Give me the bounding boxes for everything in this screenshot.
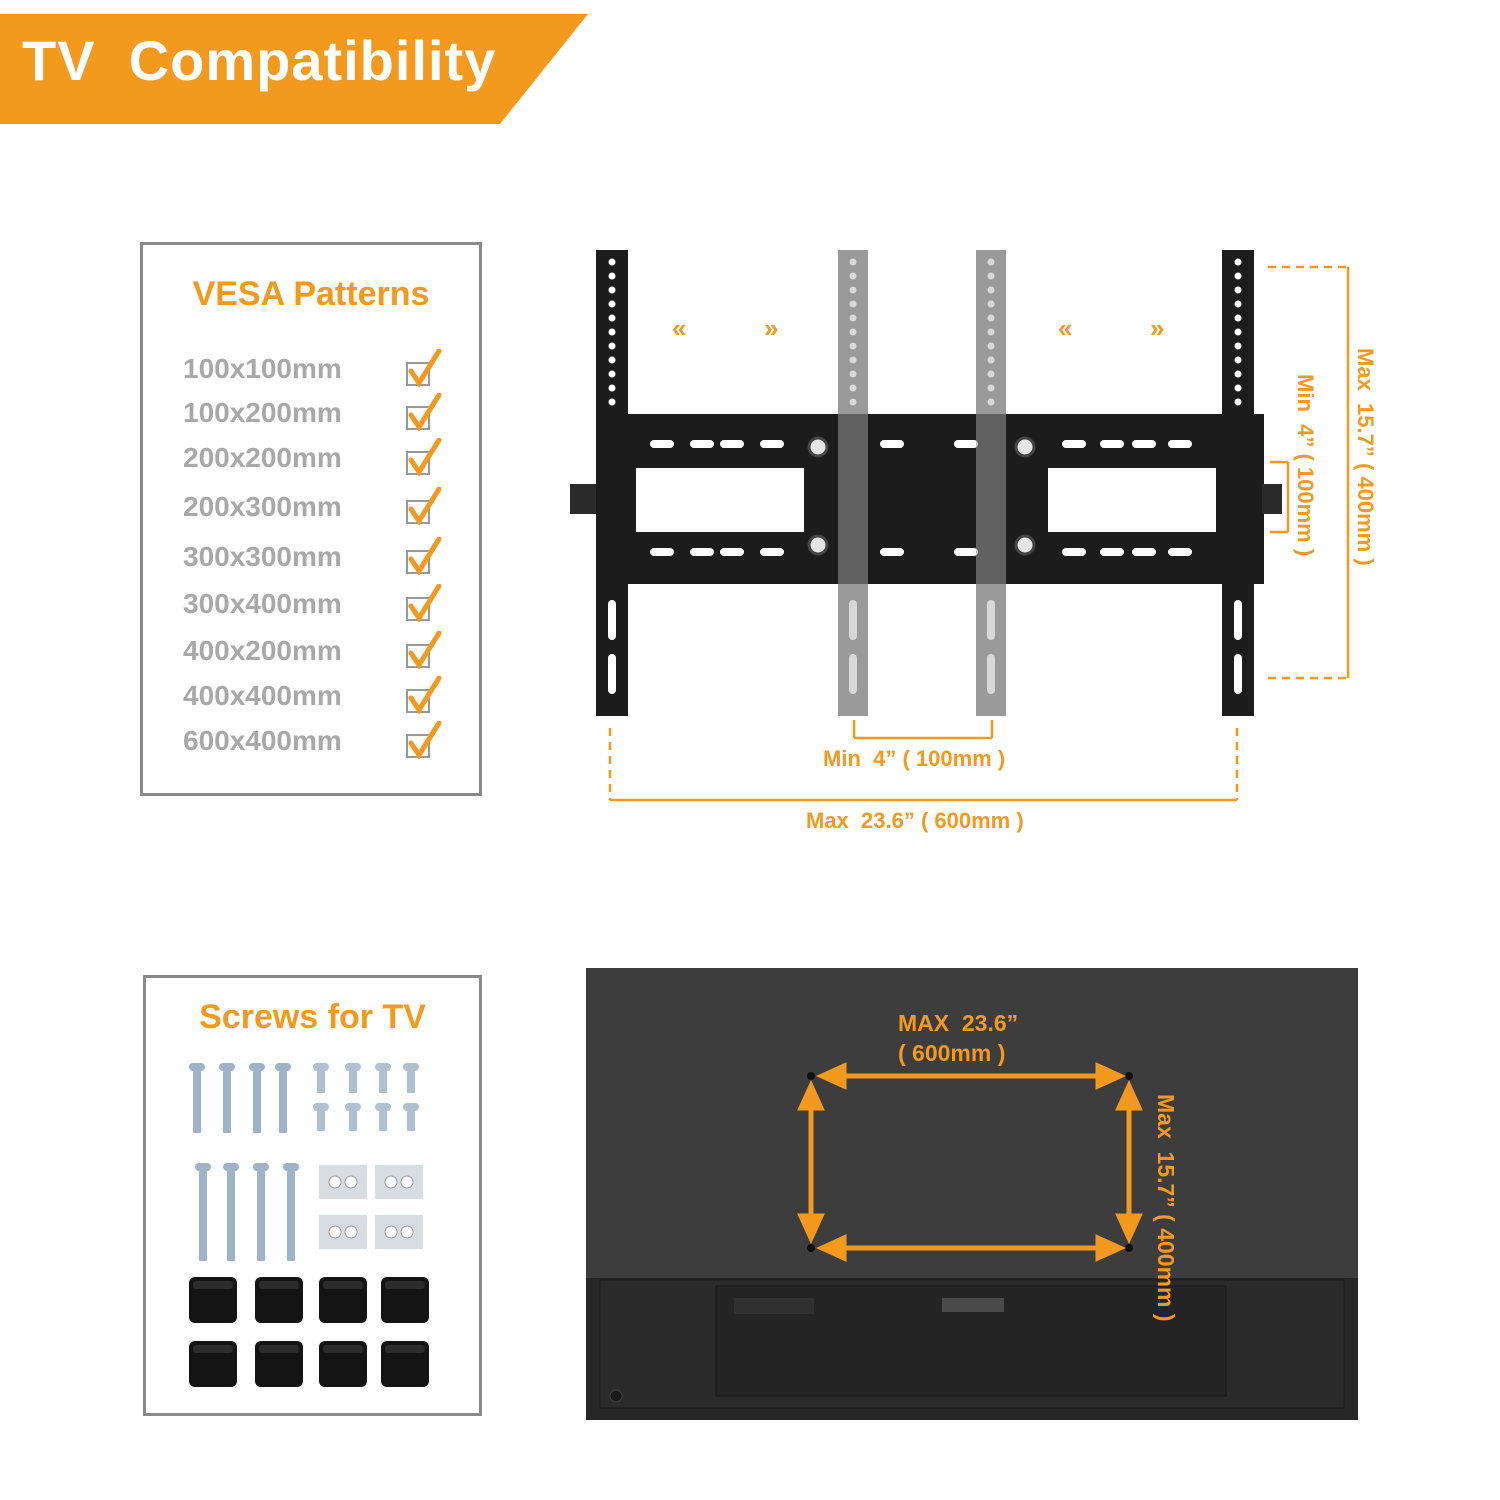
vesa-pattern-label: 300x400mm <box>183 588 342 619</box>
title-banner: TV Compatibility <box>0 14 590 124</box>
checkmark-icon <box>406 676 442 715</box>
page-title: TV Compatibility <box>22 29 497 92</box>
tv-mount-holes <box>807 1072 1133 1252</box>
vesa-pattern-label: 100x200mm <box>183 397 342 428</box>
short-bolts <box>313 1063 419 1131</box>
min-width-label: Min 4” ( 100mm ) <box>823 746 1006 771</box>
vesa-pattern-row: 100x200mm <box>183 393 453 433</box>
vesa-patterns-title: VESA Patterns <box>192 275 430 313</box>
tv-back-diagram <box>586 968 1358 1420</box>
vesa-pattern-label: 200x200mm <box>183 442 342 473</box>
tv-dimension-arrows <box>797 1062 1143 1262</box>
vesa-patterns-panel: VESA Patterns 100x100mm 100x200mm 200x200m… <box>140 242 482 796</box>
arrow-right-icon: » <box>764 313 778 343</box>
max-width-label: Max 23.6” ( 600mm ) <box>806 808 1024 833</box>
dimension-lines <box>608 265 1350 802</box>
vesa-pattern-label: 100x100mm <box>183 353 342 384</box>
vesa-pattern-label: 400x200mm <box>183 635 342 666</box>
vesa-pattern-label: 400x400mm <box>183 680 342 711</box>
vesa-pattern-label: 600x400mm <box>183 725 342 756</box>
mount-diagram: « » « » <box>570 250 1350 802</box>
arm-holes <box>608 258 1242 694</box>
tv-max-height-label: Max 15.7” ( 400mm ) <box>1153 1094 1179 1322</box>
checkmark-icon <box>406 631 442 670</box>
slide-arrow-icons: « » « » <box>672 313 1164 343</box>
arrow-right-icon: » <box>1150 313 1164 343</box>
min-height-label: Min 4” ( 100mm ) <box>1293 374 1318 557</box>
checkmark-icon <box>406 721 442 760</box>
max-height-label: Max 15.7” ( 400mm ) <box>1353 348 1378 566</box>
checkmark-icon <box>406 537 442 576</box>
checkmark-icon <box>406 349 442 388</box>
vesa-pattern-row: 200x200mm <box>183 438 453 478</box>
frame-slots <box>610 430 1250 556</box>
checkmark-icon <box>406 584 442 623</box>
arrow-left-icon: « <box>672 313 686 343</box>
washer-plates <box>319 1165 423 1249</box>
vesa-pattern-row: 400x200mm <box>183 631 453 671</box>
vesa-pattern-label: 300x300mm <box>183 541 342 572</box>
bolt-icons <box>807 436 1036 556</box>
tv-max-width-label: MAX 23.6” <box>898 1010 1019 1036</box>
tv-max-width-mm-label: ( 600mm ) <box>898 1040 1006 1066</box>
long-bolts <box>189 1063 299 1261</box>
vesa-pattern-row: 100x100mm <box>183 349 453 389</box>
screw-kit-image <box>189 1063 429 1387</box>
vesa-pattern-row: 200x300mm <box>183 487 453 527</box>
checkmark-icon <box>406 487 442 526</box>
vesa-pattern-row: 400x400mm <box>183 676 453 716</box>
screws-title: Screws for TV <box>199 998 426 1036</box>
checkmark-icon <box>406 438 442 477</box>
checkmark-icon <box>406 393 442 432</box>
banner-shape <box>0 14 588 124</box>
vesa-pattern-row: 600x400mm <box>183 721 453 761</box>
arrow-left-icon: « <box>1058 313 1072 343</box>
vesa-pattern-label: 200x300mm <box>183 491 342 522</box>
vesa-pattern-row: 300x300mm <box>183 537 453 577</box>
mount-frame <box>570 414 1282 584</box>
vesa-pattern-row: 300x400mm <box>183 584 453 624</box>
spacers <box>189 1277 429 1387</box>
